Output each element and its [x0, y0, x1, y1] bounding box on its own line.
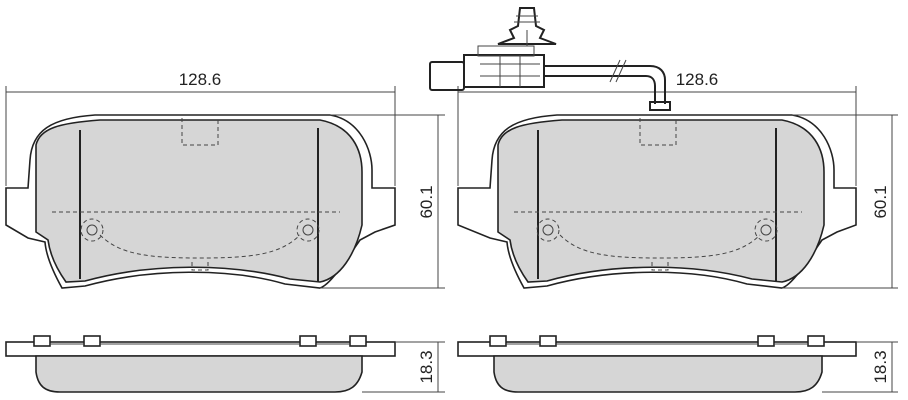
left-side-friction-material	[35, 355, 363, 393]
sensor-connector	[429, 61, 465, 91]
connector-bracket	[477, 45, 535, 57]
left-height-label: 60.1	[417, 185, 436, 218]
right-side-friction-material	[493, 355, 823, 393]
right-hidden-tab	[651, 262, 669, 271]
left-height-dimension: 60.1	[320, 114, 445, 289]
left-pad-front-view: 128.6 60.1	[5, 70, 445, 289]
right-friction-material	[497, 119, 825, 283]
wear-sensor	[429, 7, 671, 111]
left-width-dimension: 128.6	[5, 70, 396, 186]
right-thickness-dimension: 18.3	[822, 341, 898, 393]
left-hidden-notch	[181, 118, 219, 146]
cable-break-mark-2	[615, 59, 627, 83]
connector-housing	[463, 54, 545, 88]
sensor-probe	[649, 101, 671, 111]
right-thickness-label: 18.3	[871, 350, 890, 383]
cable-break-mark-1	[609, 59, 621, 83]
left-thickness-dimension: 18.3	[362, 341, 445, 393]
right-rivet-1	[536, 218, 560, 242]
left-rivet-1	[80, 218, 104, 242]
right-height-label: 60.1	[871, 185, 890, 218]
left-rivet-2	[296, 218, 320, 242]
right-hidden-curve	[559, 234, 761, 259]
right-hidden-notch	[639, 118, 677, 146]
right-width-label: 128.6	[676, 70, 719, 89]
left-friction-material	[35, 119, 363, 283]
connector-clip	[497, 7, 557, 45]
left-hidden-tab	[191, 262, 209, 271]
left-pad-side-view: 18.3	[5, 335, 445, 393]
right-width-dimension: 128.6	[457, 70, 857, 186]
left-hidden-curve	[99, 234, 301, 259]
right-pad-side-view: 18.3	[457, 335, 898, 393]
left-width-label: 128.6	[179, 70, 222, 89]
left-thickness-label: 18.3	[417, 350, 436, 383]
right-pad-front-view: 128.6 60.1	[429, 7, 898, 289]
right-height-dimension: 60.1	[782, 114, 898, 289]
right-rivet-2	[754, 218, 778, 242]
